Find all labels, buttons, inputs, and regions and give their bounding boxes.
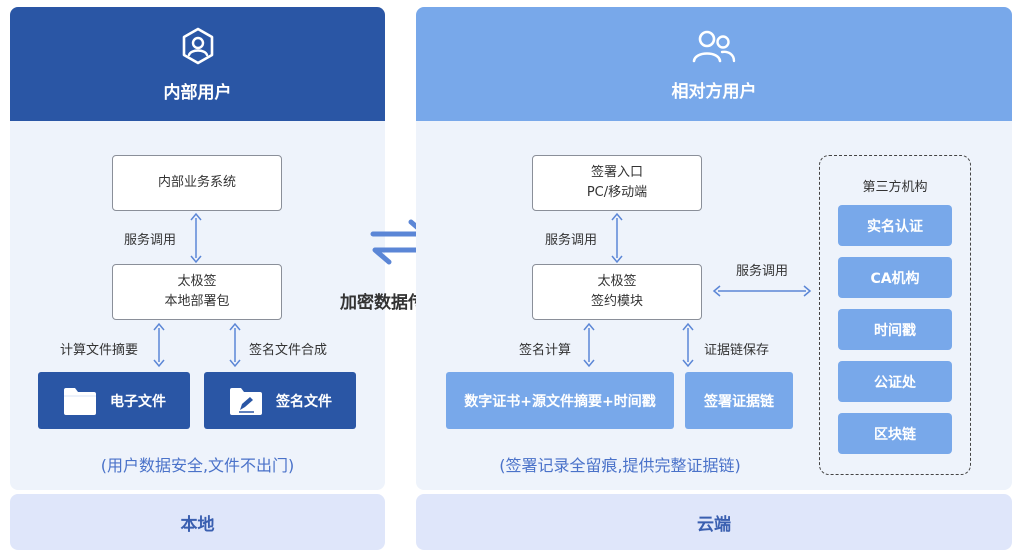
electronic-file-label: 电子文件 [110, 393, 166, 410]
left-note: (用户数据安全,文件不出门) [100, 456, 295, 475]
cert-digest-timestamp-label: 数字证书+源文件摘要+时间戳 [464, 393, 656, 410]
counterparty-header-title: 相对方用户 [671, 81, 757, 102]
third-party-service-label: 服务调用 [736, 264, 789, 279]
local-deploy-line2: 本地部署包 [164, 294, 230, 309]
local-deploy-box: 太极签 本地部署包 [112, 264, 282, 320]
sign-calc-arrow [583, 322, 595, 368]
left-service-call-arrow [190, 212, 202, 264]
right-service-call-arrow [611, 212, 623, 264]
sign-module-box: 太极签 签约模块 [532, 264, 702, 320]
sign-entry-line2: PC/移动端 [586, 185, 648, 200]
signed-file-label: 签名文件 [276, 393, 332, 410]
evidence-save-label: 证据链保存 [704, 343, 770, 358]
cloud-footer-label: 云端 [697, 514, 731, 535]
signed-file-block: 签名文件 [204, 372, 356, 429]
local-footer-label: 本地 [180, 514, 215, 535]
folder-icon [62, 386, 98, 416]
third-party-title: 第三方机构 [862, 180, 928, 195]
sign-entry-line1: 签署入口 [590, 165, 643, 180]
evidence-chain-block: 签署证据链 [685, 372, 793, 429]
third-party-item-realname: 实名认证 [838, 205, 952, 246]
signed-folder-icon [228, 386, 264, 416]
calc-digest-arrow [153, 322, 165, 368]
right-service-call-label: 服务调用 [545, 233, 598, 248]
right-note: (签署记录全留痕,提供完整证据链) [499, 456, 741, 475]
sign-compose-arrow [229, 322, 241, 368]
third-party-item-notary: 公证处 [838, 361, 952, 402]
calc-digest-label: 计算文件摘要 [60, 343, 139, 358]
sign-entry-box: 签署入口 PC/移动端 [532, 155, 702, 211]
left-service-call-label: 服务调用 [124, 233, 177, 248]
internal-business-system-box: 内部业务系统 [112, 155, 282, 211]
counterparty-header: 相对方用户 [416, 7, 1012, 121]
local-deploy-line1: 太极签 [177, 274, 217, 289]
internal-header: 内部用户 [10, 7, 385, 121]
internal-business-system-label: 内部业务系统 [157, 175, 236, 190]
cloud-footer: 云端 [416, 494, 1012, 550]
evidence-save-arrow [682, 322, 694, 368]
third-party-item-blockchain: 区块链 [838, 413, 952, 454]
third-party-container: 第三方机构 实名认证 CA机构 时间戳 公证处 区块链 [819, 155, 971, 475]
local-footer: 本地 [10, 494, 385, 550]
third-party-item-timestamp: 时间戳 [838, 309, 952, 350]
internal-header-title: 内部用户 [163, 82, 232, 103]
sign-module-line2: 签约模块 [590, 294, 643, 309]
third-party-service-arrow [712, 285, 812, 297]
third-party-item-ca: CA机构 [838, 257, 952, 298]
sign-module-line1: 太极签 [597, 274, 637, 289]
users-icon [691, 27, 737, 69]
sign-calc-label: 签名计算 [519, 343, 572, 358]
user-badge-icon [178, 26, 218, 70]
cert-digest-timestamp-block: 数字证书+源文件摘要+时间戳 [446, 372, 674, 429]
electronic-file-block: 电子文件 [38, 372, 190, 429]
sign-compose-label: 签名文件合成 [249, 343, 328, 358]
evidence-chain-label: 签署证据链 [704, 393, 774, 410]
